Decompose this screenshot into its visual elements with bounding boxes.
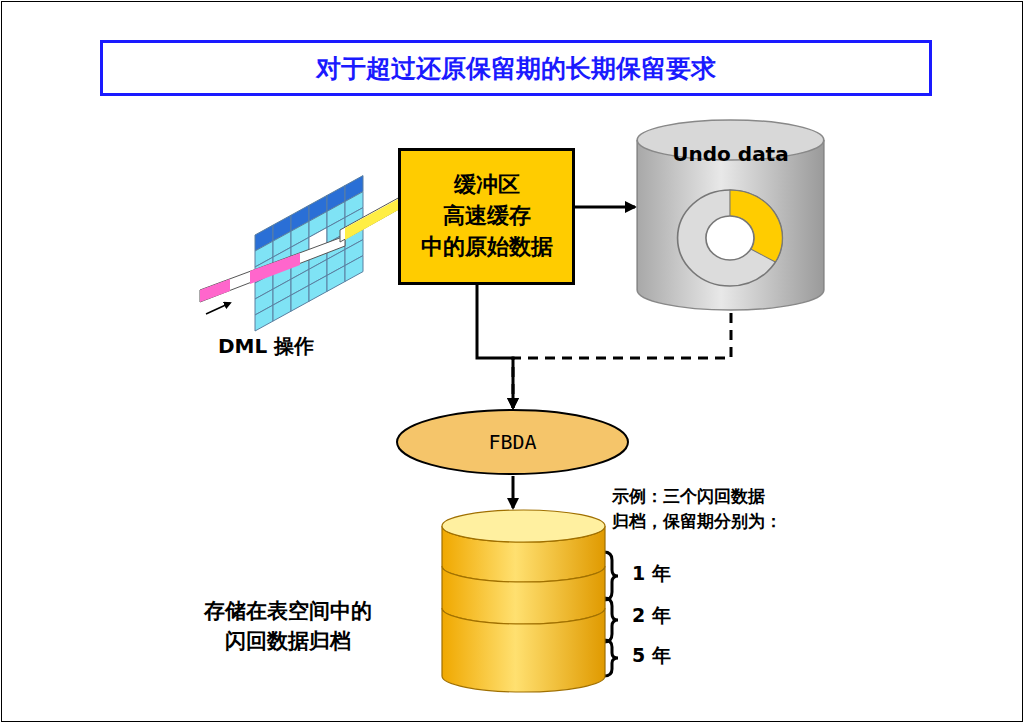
note-text: 示例：三个闪回数据 归档，保留期分别为： (612, 484, 802, 533)
connector (477, 285, 513, 408)
retention-label: 2 年 (632, 602, 671, 630)
node-text: FBDA (488, 430, 536, 454)
retention-label: 1 年 (632, 560, 671, 588)
buffer-cache-box: 缓冲区 高速缓存 中的原始数据 (398, 148, 575, 285)
archive-cylinder: 存储在表空间中的 闪回数据归档 (195, 508, 607, 696)
title-text: 对于超过还原保留期的长期保留要求 (316, 52, 716, 85)
fbda-ellipse: FBDA (395, 408, 630, 476)
connector (512, 476, 515, 508)
operation-label: DML 操作 (218, 332, 314, 361)
cylinder-shape (440, 508, 607, 696)
title-box: 对于超过还原保留期的长期保留要求 (100, 40, 932, 96)
node-text: Undo data (635, 142, 826, 166)
retention-label: 5 年 (632, 642, 671, 670)
connector (513, 313, 731, 408)
node-text: 缓冲区 高速缓存 中的原始数据 (412, 170, 562, 262)
undo-cylinder: Undo data (635, 118, 826, 313)
node-text: 存储在表空间中的 闪回数据归档 (195, 596, 380, 657)
connector (575, 206, 635, 209)
